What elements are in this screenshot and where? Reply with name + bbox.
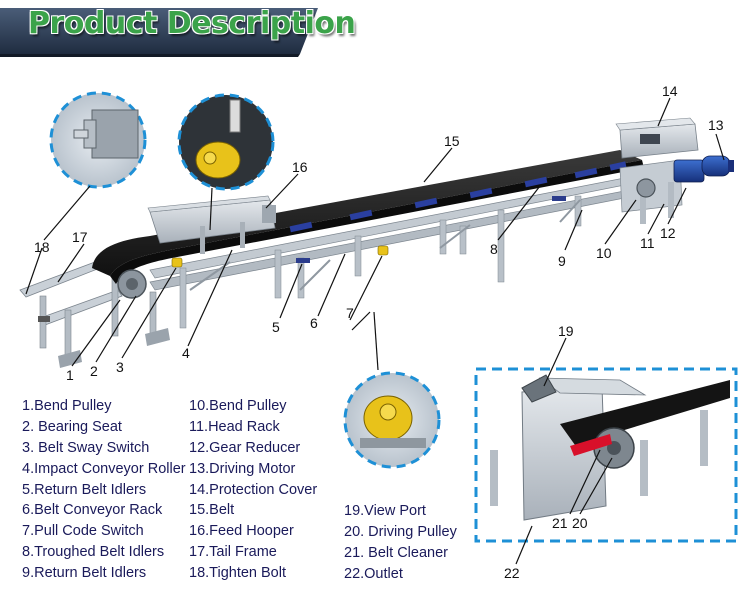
legend-item: 10.Bend Pulley (189, 398, 287, 414)
pull-code-switch (377, 245, 389, 256)
belt-sway-switch (171, 257, 183, 268)
callout-22: 22 (504, 565, 520, 581)
callout-3: 3 (116, 359, 124, 375)
conveyor-rack (149, 174, 646, 329)
callout-21: 21 (552, 515, 568, 531)
legend-item: 17.Tail Frame (189, 544, 277, 561)
leader-lines (25, 97, 725, 565)
legend-item: 4.Impact Conveyor Roller (22, 460, 186, 477)
callout-14: 14 (662, 83, 678, 99)
page-title: Product Description (28, 6, 356, 41)
callout-7: 7 (346, 305, 354, 321)
legend-item: 5.Return Belt Idlers (22, 481, 147, 498)
callout-2: 2 (90, 363, 98, 379)
legend-item: 11.Head Rack (189, 418, 280, 435)
callout-19: 19 (558, 323, 574, 339)
protection-cover (615, 117, 699, 159)
legend-item: 9.Return Belt Idlers (22, 565, 147, 582)
head-detail-box (474, 367, 738, 543)
legend-item: 22.Outlet (344, 565, 403, 582)
legend-item: 21. Belt Cleaner (344, 544, 448, 561)
return-idlers (296, 196, 566, 263)
feed-hopper (147, 195, 276, 254)
driving-motor (701, 155, 734, 177)
callout-18: 18 (34, 239, 50, 255)
legend-item: 20. Driving Pulley (344, 523, 457, 540)
callout-9: 9 (558, 253, 566, 269)
legend-item: 8.Troughed Belt Idlers (22, 544, 165, 561)
callout-16: 16 (292, 159, 308, 175)
gear-reducer (673, 159, 705, 183)
head-bend-pulley (636, 178, 656, 198)
legend-item: 12.Gear Reducer (189, 439, 301, 456)
callout-15: 15 (444, 133, 460, 149)
legend-item: 16.Feed Hooper (189, 523, 294, 540)
legend-item: 18.Tighten Bolt (189, 565, 286, 582)
callout-13: 13 (708, 117, 724, 133)
tail-bend-pulley (117, 269, 147, 299)
callout-4: 4 (182, 345, 190, 361)
legend-column-1: 1.Bend Pulley 2. Bearing Seat 3. Belt Sw… (22, 396, 186, 584)
callout-6: 6 (310, 315, 318, 331)
detail-circle-sway-switch (177, 93, 275, 191)
legend-column-2: 10.Bend Pulley 11.Head Rack 12.Gear Redu… (189, 396, 317, 584)
detail-circle-pull-code-switch (343, 371, 441, 469)
legend-item: 7.Pull Code Switch (22, 523, 144, 540)
legend-item: 1.Bend Pulley (22, 398, 112, 414)
legend-item: 15.Belt (189, 502, 235, 519)
callout-1: 1 (66, 367, 74, 383)
title-banner (0, 8, 318, 57)
callout-20: 20 (572, 515, 588, 531)
callout-11: 11 (640, 235, 655, 251)
legend-item: 19.View Port (344, 503, 426, 519)
legend-item: 6.Belt Conveyor Rack (22, 502, 163, 519)
legend-column-3: 19.View Port 20. Driving Pulley 21. Belt… (344, 501, 457, 585)
callout-5: 5 (272, 319, 280, 335)
legend-item: 13.Driving Motor (189, 460, 296, 477)
detail-circle-tighten-bolt (49, 91, 147, 189)
troughed-idlers (289, 161, 627, 233)
legend-item: 3. Belt Sway Switch (22, 439, 150, 456)
callout-12: 12 (660, 225, 676, 241)
callout-numbers: 1 2 3 4 5 6 7 8 9 10 11 12 13 14 15 16 1… (34, 83, 724, 581)
callout-17: 17 (72, 229, 88, 245)
callout-8: 8 (490, 241, 498, 257)
legend-item: 14.Protection Cover (189, 481, 318, 498)
callout-10: 10 (596, 245, 612, 261)
legend-item: 2. Bearing Seat (22, 418, 122, 435)
belt (92, 150, 644, 284)
